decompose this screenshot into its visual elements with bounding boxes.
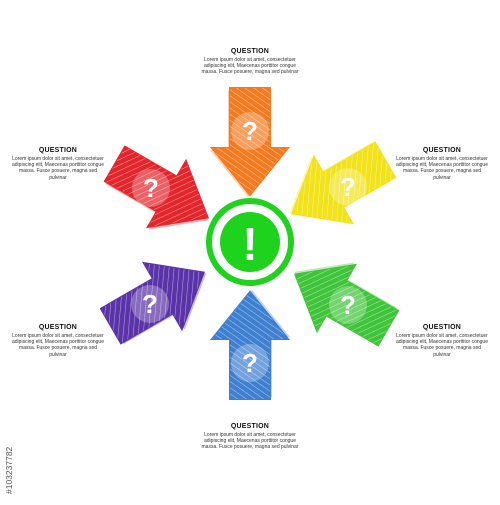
question-mark-icon: ?	[231, 112, 269, 150]
question-label-upper-left: QUESTION Lorem ipsum dolor sit amet, con…	[10, 147, 106, 181]
question-mark-text: ?	[340, 290, 356, 320]
arrow-hatching	[295, 265, 399, 346]
arrow-hatching	[100, 263, 204, 344]
arrow-upper-right: ?	[289, 141, 397, 225]
question-text-line: adipiscing elit, Maecenas porttitor cong…	[396, 162, 488, 169]
question-label-upper-right: QUESTION Lorem ipsum dolor sit amet, con…	[394, 147, 490, 181]
question-text-line: adipiscing elit, Maecenas porttitor cong…	[12, 339, 104, 346]
question-mark-text: ?	[142, 289, 158, 319]
question-label-lower-right: QUESTION Lorem ipsum dolor sit amet, con…	[394, 324, 490, 358]
arrow-top: ?	[209, 87, 291, 197]
question-text-line: Lorem ipsum dolor sit amet, consectetuer	[12, 333, 104, 339]
exclamation-icon: !	[206, 198, 294, 286]
question-mark-icon: ?	[329, 168, 367, 206]
question-mark-text: ?	[340, 172, 356, 202]
question-mark-text: ?	[242, 348, 258, 378]
question-title: QUESTION	[230, 48, 270, 55]
question-text-line: massa. Fusce posuere, magna sed pulvinar	[402, 345, 482, 358]
question-text-line: adipiscing elit, Maecenas porttitor cong…	[204, 438, 296, 445]
arrow-upper-left: ?	[103, 145, 210, 230]
question-title: QUESTION	[422, 147, 462, 154]
question-label-top: QUESTION Lorem ipsum dolor sit amet, con…	[200, 48, 300, 76]
arrow-lower-left: ?	[99, 261, 207, 345]
question-title: QUESTION	[38, 324, 78, 331]
question-text-line: massa. Fusce posuere, magna sed pulvinar	[201, 444, 299, 451]
question-text-line: Lorem ipsum dolor sit amet, consectetuer	[204, 57, 296, 63]
question-mark-text: ?	[242, 116, 258, 146]
question-text-line: Lorem ipsum dolor sit amet, consectetuer	[396, 333, 488, 339]
question-text-line: massa. Fusce posuere, magna sed pulvinar	[18, 345, 98, 358]
question-text-line: adipiscing elit, Maecenas porttitor cong…	[12, 162, 104, 169]
arrow-lower-right: ?	[293, 262, 400, 347]
question-text-line: adipiscing elit, Maecenas porttitor cong…	[396, 339, 488, 346]
arrow-hatching	[212, 88, 288, 195]
question-mark-icon: ?	[132, 169, 170, 207]
question-label-bottom: QUESTION Lorem ipsum dolor sit amet, con…	[200, 423, 300, 451]
question-text-line: massa. Fusce posuere, magna sed pulvinar	[201, 69, 299, 76]
question-text-line: Lorem ipsum dolor sit amet, consectetuer	[396, 156, 488, 162]
exclamation-mark-text: !	[242, 218, 257, 270]
arrow-hatching	[292, 142, 396, 223]
arrow-hatching	[104, 146, 208, 227]
question-mark-icon: ?	[329, 286, 367, 324]
arrow-hatching	[212, 292, 288, 399]
question-text-line: massa. Fusce posuere, magna sed pulvinar	[402, 168, 482, 181]
question-label-lower-left: QUESTION Lorem ipsum dolor sit amet, con…	[10, 324, 106, 358]
question-title: QUESTION	[230, 423, 270, 430]
question-text-line: Lorem ipsum dolor sit amet, consectetuer	[12, 156, 104, 162]
question-text-line: massa. Fusce posuere, magna sed pulvinar	[18, 168, 98, 181]
question-title: QUESTION	[38, 147, 78, 154]
question-text-line: Lorem ipsum dolor sit amet, consectetuer	[204, 432, 296, 438]
stock-id-watermark: #103237782	[4, 446, 14, 494]
arrow-bottom: ?	[209, 290, 291, 400]
question-mark-icon: ?	[131, 285, 169, 323]
question-mark-icon: ?	[231, 344, 269, 382]
question-title: QUESTION	[422, 324, 462, 331]
question-mark-text: ?	[143, 173, 159, 203]
question-text-line: adipiscing elit, Maecenas porttitor cong…	[204, 63, 296, 70]
